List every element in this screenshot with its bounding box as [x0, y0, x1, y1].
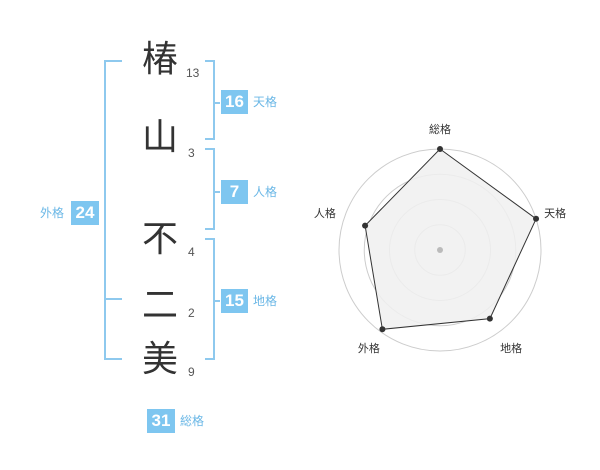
tenkaku-label: 天格: [253, 95, 278, 109]
soukaku-badge: 31: [147, 409, 175, 433]
radar-axis-label-5: 人格: [313, 206, 336, 220]
jinkaku-label: 人格: [253, 185, 278, 199]
chikaku-bracket-bottom: [205, 358, 215, 360]
tenkaku-bracket-bottom: [205, 138, 215, 140]
stroke-count-1: 13: [186, 66, 200, 80]
name-char-1: 椿: [141, 39, 178, 80]
stroke-count-4: 2: [188, 306, 195, 320]
jinkaku-bracket-tick: [213, 191, 220, 193]
jinkaku-bracket-top: [205, 148, 215, 150]
gaikaku-badge: 24: [71, 201, 99, 225]
name-char-3: 不: [141, 219, 178, 260]
radar-point-4: [379, 326, 386, 333]
name-char-5: 美: [141, 339, 178, 380]
radar-axis-label-1: 総格: [429, 123, 451, 136]
radar-point-3: [486, 315, 493, 322]
chikaku-bracket-tick: [213, 300, 220, 302]
radar-series-polygon: [364, 148, 537, 330]
chikaku-bracket-top: [205, 238, 215, 240]
name-char-2: 山: [141, 117, 178, 158]
chikaku-badge: 15: [221, 289, 248, 313]
gaikaku-bracket-top: [104, 60, 122, 62]
jinkaku-badge: 7: [221, 180, 248, 204]
soukaku-label: 総格: [180, 414, 205, 428]
tenkaku-badge: 16: [221, 90, 248, 114]
name-char-4: 二: [141, 285, 178, 326]
chikaku-label: 地格: [253, 294, 278, 308]
radar-point-1: [437, 146, 443, 152]
gaikaku-bracket-vertical: [104, 60, 106, 360]
tenkaku-bracket-top: [205, 60, 215, 62]
jinkaku-bracket-bottom: [205, 228, 215, 230]
stroke-count-5: 9: [188, 365, 195, 379]
gaikaku-label: 外格: [40, 206, 65, 220]
radar-axis-label-4: 外格: [357, 341, 380, 355]
radar-point-2: [533, 215, 540, 222]
radar-axis-label-3: 地格: [500, 341, 523, 355]
stroke-count-3: 4: [188, 245, 195, 259]
tenkaku-bracket-vertical: [213, 60, 215, 140]
chikaku-bracket-vertical: [213, 238, 215, 360]
radar-axis-label-2: 天格: [544, 206, 567, 220]
radar-center-dot: [437, 247, 443, 253]
gaikaku-bracket-bottom: [104, 358, 122, 360]
stroke-count-2: 3: [188, 146, 195, 160]
gaikaku-bracket-mid: [104, 298, 122, 300]
radar-point-5: [362, 222, 369, 229]
tenkaku-bracket-tick: [213, 102, 220, 104]
jinkaku-bracket-vertical: [213, 148, 215, 230]
